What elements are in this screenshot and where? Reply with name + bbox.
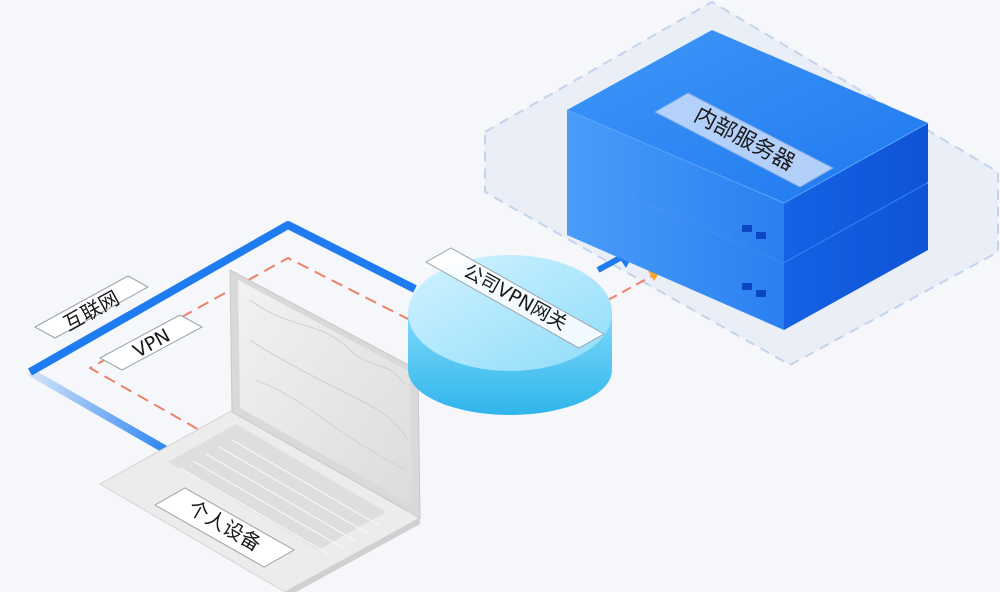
vpn-dashed-line-to-server bbox=[607, 275, 653, 301]
internet-line bbox=[28, 221, 417, 376]
laptop-icon bbox=[98, 269, 422, 592]
gateway-cylinder-icon bbox=[408, 255, 612, 415]
internet-label: 互联网 bbox=[33, 275, 150, 339]
server-stack-icon bbox=[566, 30, 929, 330]
vpn-dashed-line bbox=[89, 257, 411, 437]
server-upper-unit bbox=[566, 30, 929, 262]
internet-line-fade bbox=[28, 368, 182, 462]
